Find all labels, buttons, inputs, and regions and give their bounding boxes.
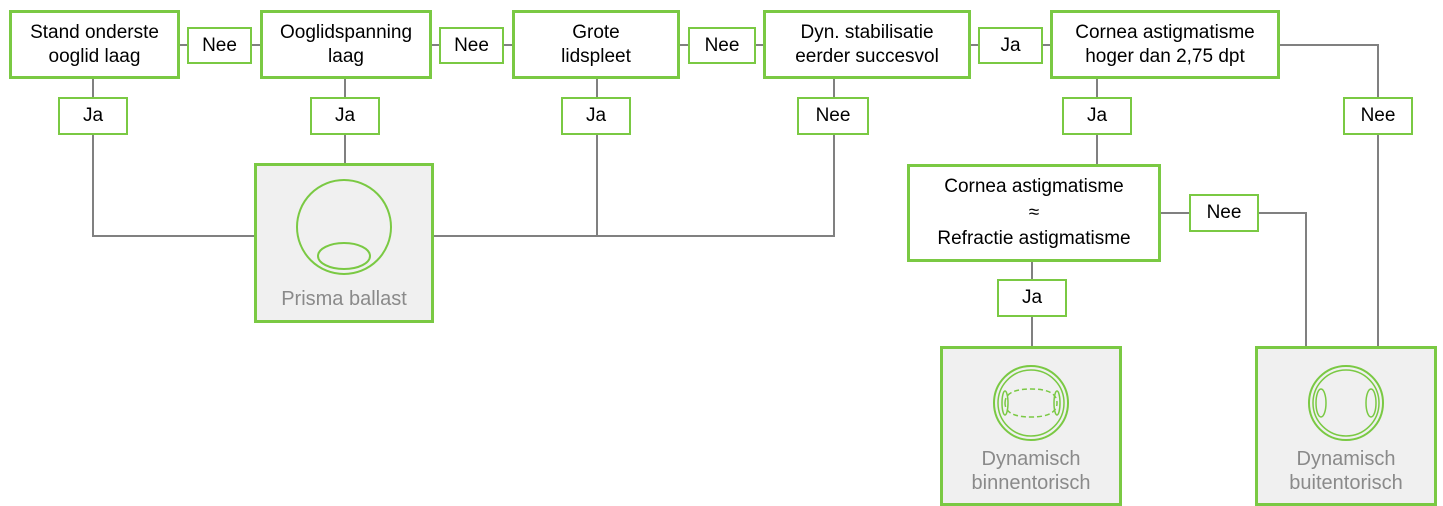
buitentorisch-lens-icon (1308, 365, 1384, 441)
label-q5-right: Nee (1343, 97, 1413, 135)
result-binnentorisch-label: Dynamisch binnentorisch (971, 448, 1091, 494)
label-q6-right: Nee (1189, 194, 1259, 232)
label-q1-down: Ja (58, 97, 128, 135)
label-q6-down: Ja (997, 279, 1067, 317)
label-q3-down: Ja (561, 97, 631, 135)
label-q2-q3: Nee (439, 27, 504, 64)
question-stand-onderste-ooglid: Stand onderste ooglid laag (9, 10, 180, 79)
question-ooglidspanning: Ooglidspanning laag (260, 10, 432, 79)
question-cornea-vs-refractie: Cornea astigmatisme ≈ Refractie astigmat… (907, 164, 1161, 262)
result-prisma-ballast: Prisma ballast (254, 163, 434, 323)
label-q5-down: Ja (1062, 97, 1132, 135)
question-grote-lidspleet: Grote lidspleet (512, 10, 680, 79)
label-q1-q2: Nee (187, 27, 252, 64)
binnentorisch-lens-icon (993, 365, 1069, 441)
question-cornea-hoger-2-75: Cornea astigmatisme hoger dan 2,75 dpt (1050, 10, 1280, 79)
prisma-lens-icon (296, 179, 392, 275)
label-q4-q5: Ja (978, 27, 1043, 64)
label-q2-down: Ja (310, 97, 380, 135)
result-buitentorisch-label: Dynamisch buitentorisch (1289, 448, 1403, 494)
question-dyn-stabilisatie: Dyn. stabilisatie eerder succesvol (763, 10, 971, 79)
result-dynamisch-binnentorisch: Dynamisch binnentorisch (940, 346, 1122, 506)
result-dynamisch-buitentorisch: Dynamisch buitentorisch (1255, 346, 1437, 506)
label-q3-q4: Nee (688, 27, 756, 64)
result-prisma-label: Prisma ballast (281, 288, 407, 310)
label-q4-down: Nee (797, 97, 869, 135)
